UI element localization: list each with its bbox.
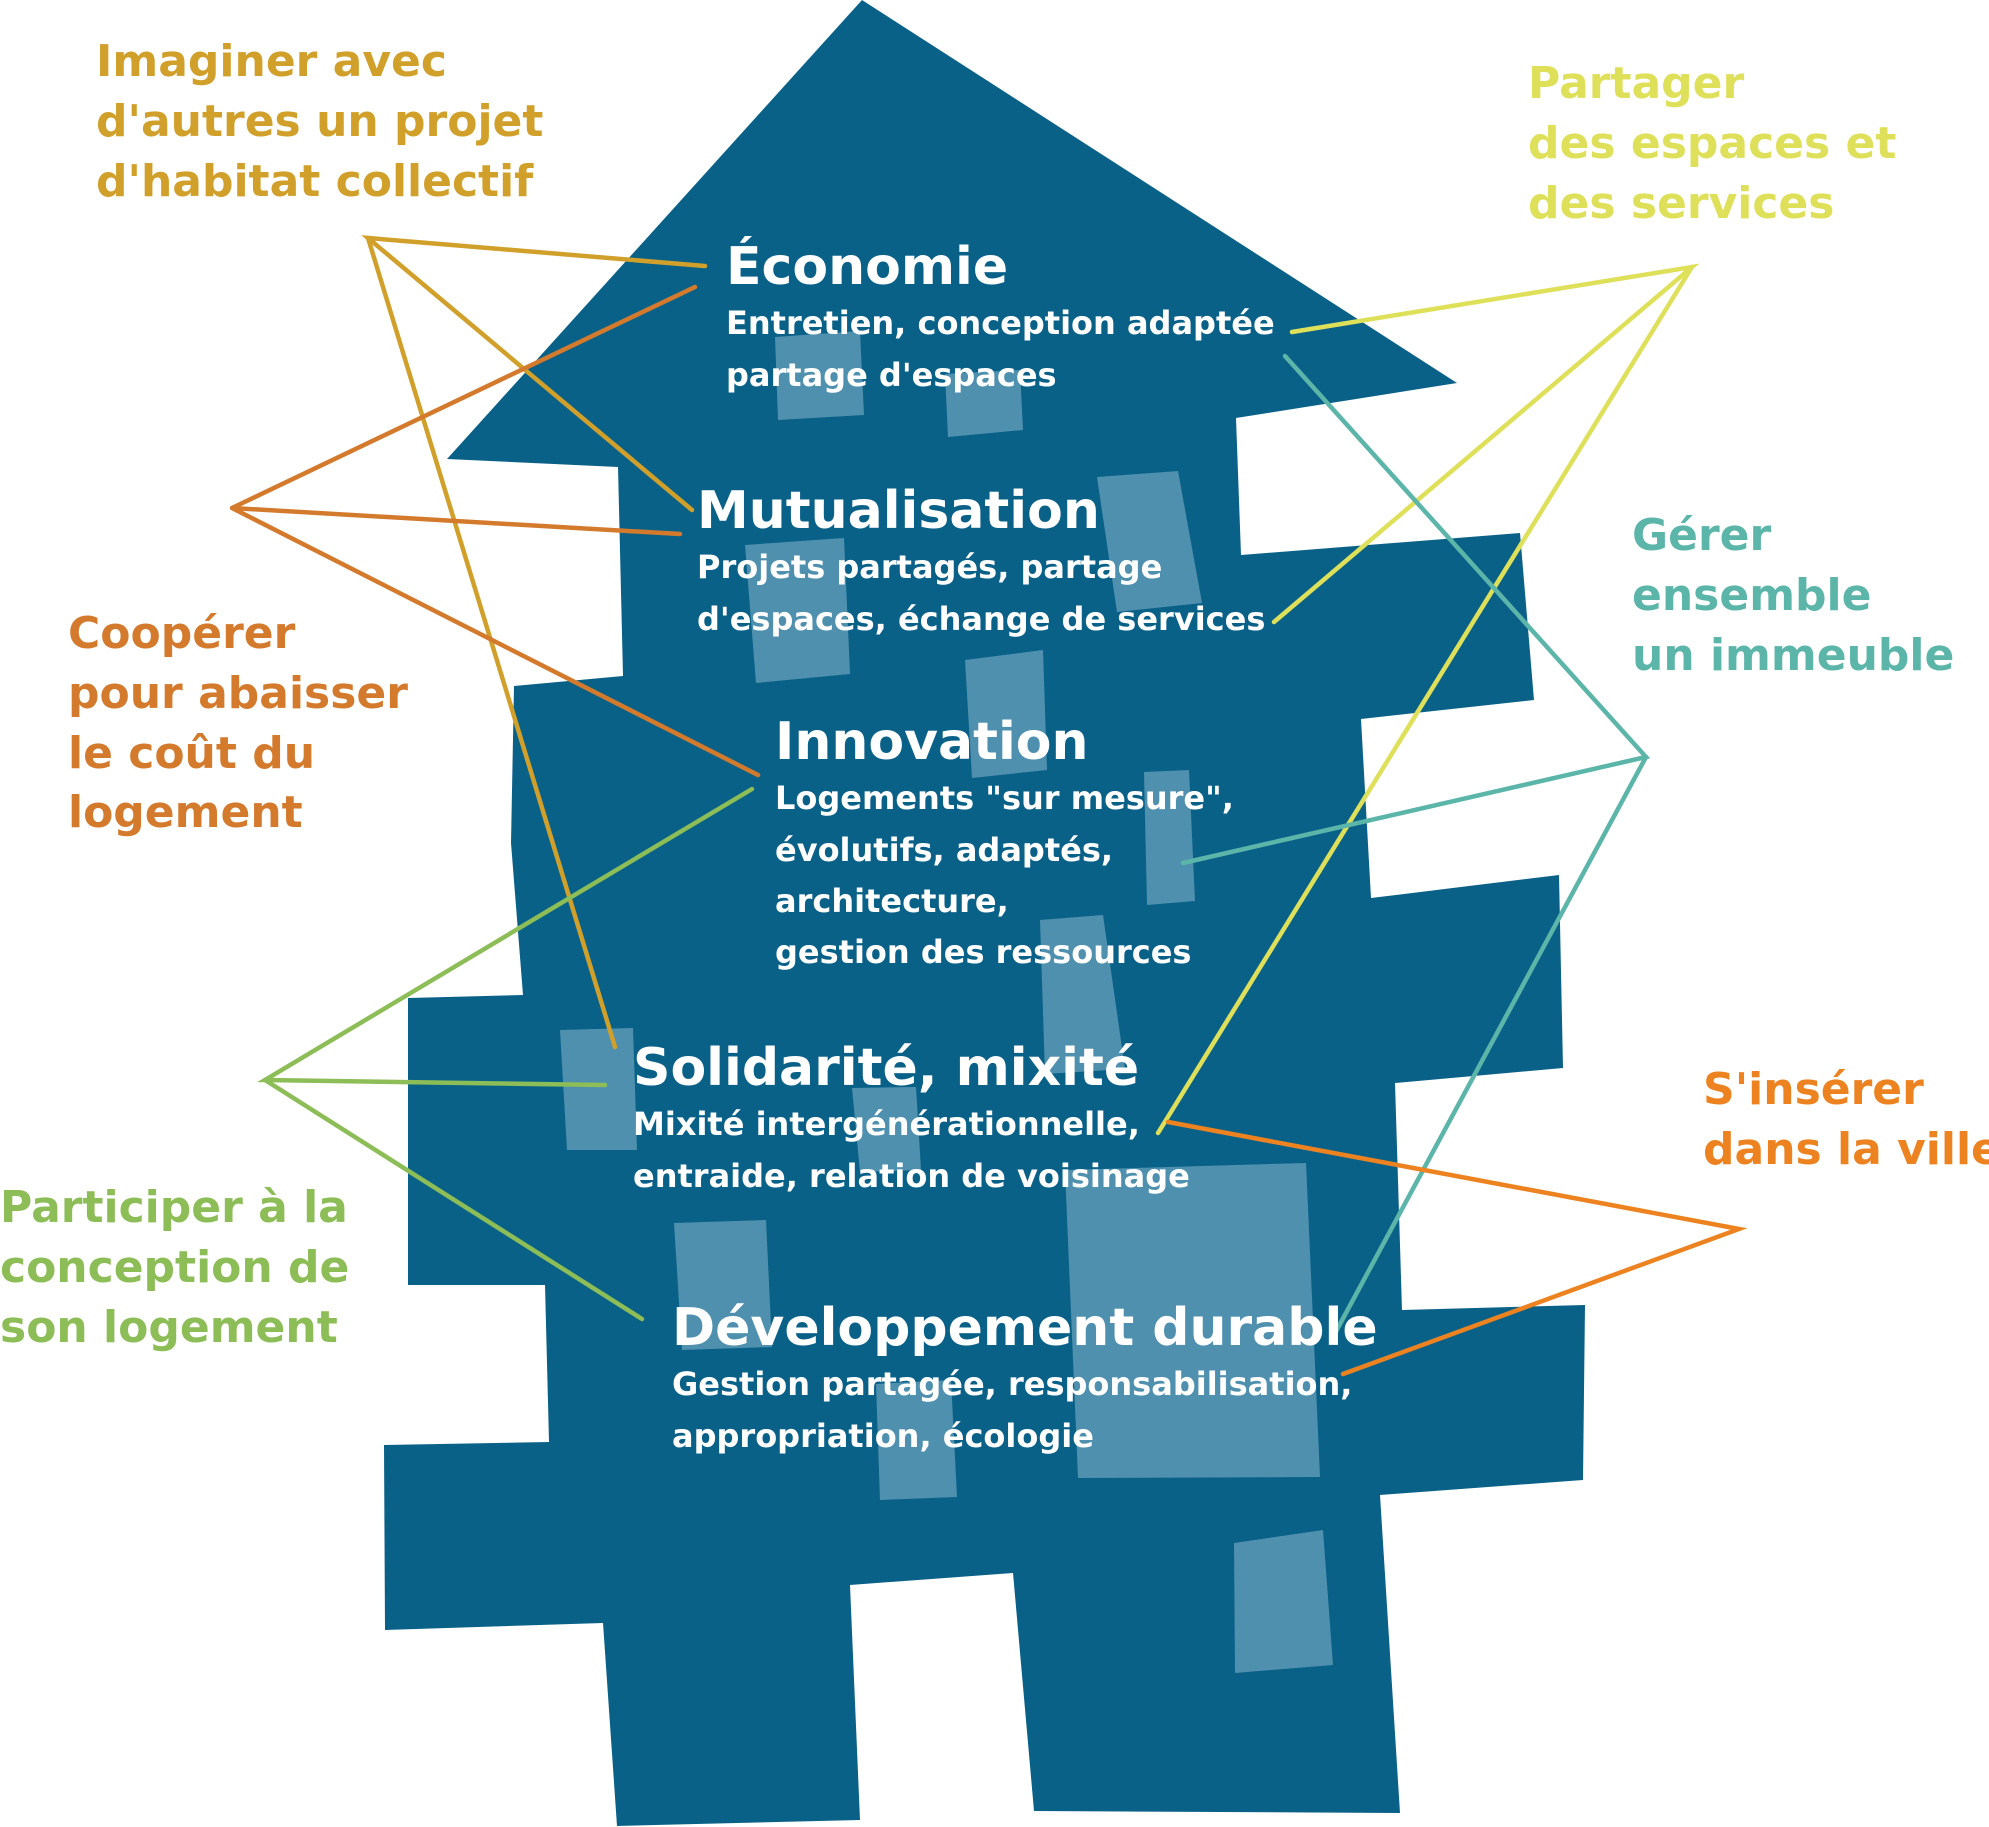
- goal-partager: Partager des espaces et des services: [1528, 54, 1896, 233]
- window: [965, 650, 1047, 778]
- theme-developpement: Développement durable Gestion partagée, …: [672, 1297, 1378, 1462]
- window: [945, 370, 1023, 437]
- window-group: [560, 331, 1333, 1673]
- theme-innovation-desc: évolutifs, adaptés,: [775, 830, 1114, 869]
- theme-economie: Économie Entretien, conception adaptée p…: [726, 236, 1275, 401]
- theme-economie-title: Économie: [726, 237, 1009, 297]
- theme-innovation-desc: Logements "sur mesure",: [775, 779, 1234, 818]
- goal-participer-line: Participer à la: [0, 1182, 348, 1233]
- theme-innovation-desc: architecture,: [775, 881, 1009, 920]
- theme-economie-desc: partage d'espaces: [726, 355, 1057, 394]
- theme-innovation-desc: gestion des ressources: [775, 932, 1192, 971]
- goal-imaginer: Imaginer avec d'autres un projet d'habit…: [96, 32, 543, 211]
- connector-imaginer: [365, 235, 618, 1050]
- window: [876, 1380, 957, 1500]
- theme-solidarite-desc: entraide, relation de voisinage: [633, 1156, 1190, 1195]
- goal-cooperer: Coopérer pour abaisser le coût du logeme…: [68, 604, 408, 843]
- goal-inserer: S'insérer dans la ville: [1703, 1060, 1989, 1180]
- theme-mutualisation: Mutualisation Projets partagés, partage …: [697, 480, 1265, 645]
- connector-inserer: [1165, 1119, 1748, 1377]
- theme-mutualisation-title: Mutualisation: [697, 481, 1100, 541]
- goal-cooperer-line: logement: [68, 787, 303, 839]
- goal-partager-line: Partager: [1528, 58, 1745, 109]
- window: [1097, 471, 1202, 612]
- theme-innovation: Innovation Logements "sur mesure", évolu…: [775, 711, 1234, 978]
- theme-developpement-desc: Gestion partagée, responsabilisation,: [672, 1365, 1353, 1404]
- goal-cooperer-line: pour abaisser: [68, 667, 408, 719]
- theme-mutualisation-desc: d'espaces, échange de services: [697, 599, 1266, 638]
- theme-mutualisation-desc: Projets partagés, partage: [697, 548, 1163, 587]
- theme-innovation-title: Innovation: [775, 712, 1089, 772]
- theme-developpement-title: Développement durable: [672, 1298, 1378, 1358]
- goal-imaginer-line: Imaginer avec: [96, 36, 447, 87]
- goal-participer-line: conception de: [0, 1241, 350, 1293]
- goal-gerer-line: un immeuble: [1632, 629, 1955, 681]
- goal-participer-line: son logement: [0, 1301, 338, 1353]
- goal-cooperer-line: le coût du: [68, 727, 316, 779]
- window: [745, 538, 850, 683]
- goal-partager-line: des services: [1528, 177, 1835, 229]
- connector-participer: [262, 1077, 645, 1322]
- goal-participer: Participer à la conception de son logeme…: [0, 1178, 349, 1357]
- theme-solidarite-title: Solidarité, mixité: [633, 1038, 1140, 1098]
- goal-partager-line: des espaces et: [1528, 117, 1897, 169]
- window: [1065, 1163, 1320, 1478]
- theme-solidarite: Solidarité, mixité Mixité intergénératio…: [633, 1037, 1190, 1202]
- window: [1234, 1530, 1333, 1673]
- connector-partager: [1155, 264, 1695, 1136]
- goal-gerer-line: ensemble: [1632, 569, 1872, 621]
- connector-cooperer: [229, 505, 761, 778]
- theme-economie-desc: Entretien, conception adaptée: [726, 304, 1275, 343]
- connector-gerer: [1330, 754, 1649, 1340]
- theme-developpement-desc: appropriation, écologie: [672, 1416, 1094, 1455]
- goal-imaginer-line: d'habitat collectif: [96, 155, 534, 207]
- goal-imaginer-line: d'autres un projet: [96, 95, 544, 147]
- window: [1144, 770, 1195, 905]
- goal-cooperer-line: Coopérer: [68, 608, 296, 659]
- goal-inserer-line: S'insérer: [1703, 1064, 1924, 1115]
- window: [674, 1220, 772, 1350]
- goal-gerer: Gérer ensemble un immeuble: [1632, 506, 1954, 685]
- window: [775, 331, 864, 420]
- theme-solidarite-desc: Mixité intergénérationnelle,: [633, 1105, 1140, 1144]
- window: [852, 1087, 921, 1172]
- window: [560, 1028, 637, 1150]
- goal-gerer-line: Gérer: [1632, 510, 1772, 561]
- window: [1040, 915, 1125, 1074]
- connector-lines: [229, 235, 1748, 1377]
- goal-inserer-line: dans la ville: [1703, 1123, 1989, 1175]
